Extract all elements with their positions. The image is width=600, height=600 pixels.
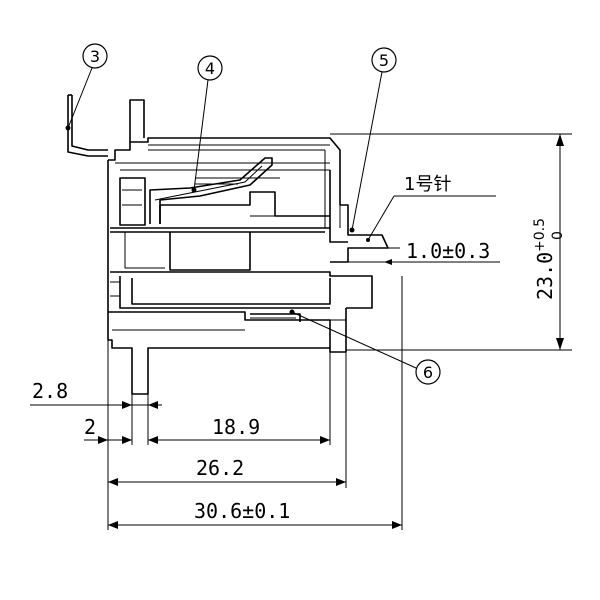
- pin-1-label: 1号针: [404, 174, 451, 195]
- callout-3-label: 3: [90, 47, 100, 66]
- dim-26-2: 26.2: [108, 456, 346, 486]
- callout-6: 6: [289, 309, 441, 385]
- callout-5: 5: [349, 47, 397, 233]
- dim-30-6-label: 30.6±0.1: [194, 499, 290, 523]
- callout-5-label: 5: [379, 51, 389, 70]
- dim-18-9: 18.9: [148, 415, 330, 444]
- dim-30-6: 30.6±0.1: [108, 499, 402, 529]
- dim-height-tol-lower: 0: [550, 231, 566, 240]
- dim-2-label: 2: [84, 415, 96, 439]
- dim-2: 2: [84, 415, 132, 444]
- pin-1-label-group: 1号针: [366, 174, 496, 242]
- dim-26-2-label: 26.2: [196, 456, 244, 480]
- callout-3: 3: [65, 43, 108, 131]
- callout-4-label: 4: [205, 59, 215, 78]
- dim-pin-offset: 1.0±0.3: [348, 239, 500, 265]
- dim-2-8: 2.8: [30, 379, 162, 409]
- bottom-extension-lines: [107, 276, 403, 530]
- connector-body: [67, 94, 389, 395]
- dim-height-label: 23.0: [533, 252, 557, 300]
- dim-height-tol-upper: +0.5: [532, 218, 548, 252]
- dim-2-8-label: 2.8: [32, 379, 68, 403]
- dim-18-9-label: 18.9: [212, 415, 260, 439]
- callout-4: 4: [191, 55, 223, 193]
- dim-pin-offset-label: 1.0±0.3: [406, 239, 490, 263]
- callout-6-label: 6: [423, 363, 433, 382]
- dim-height: 23.0 +0.5 0: [330, 133, 572, 351]
